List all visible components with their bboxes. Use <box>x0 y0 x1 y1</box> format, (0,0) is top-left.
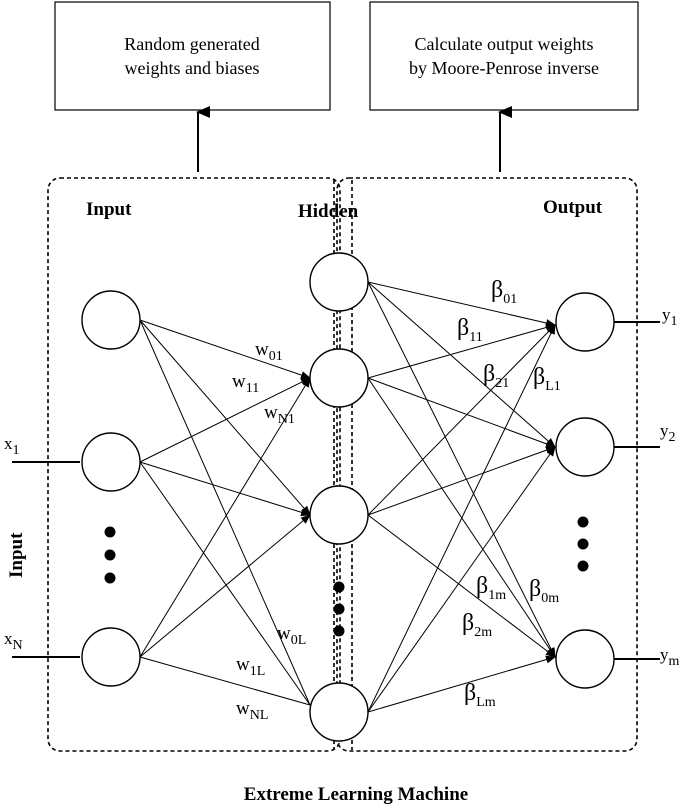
output-section-label: Output <box>543 197 603 218</box>
weight-label-w11: w11 <box>232 371 259 396</box>
weight-label-w1L: w1L <box>236 654 265 679</box>
hidden-output-region <box>336 177 638 752</box>
output-node-y2 <box>555 417 615 477</box>
output-label-y1: y1 <box>662 305 678 329</box>
weight-label-wNL: wNL <box>236 698 268 723</box>
beta-label-L1: βL1 <box>533 364 561 394</box>
hidden-node-L <box>309 682 369 742</box>
input-node-1 <box>81 290 141 350</box>
weight-label-w0L: w0L <box>277 623 306 648</box>
output-node-y1 <box>555 292 615 352</box>
beta-label-11: β11 <box>457 315 483 345</box>
output-weights-line1: Calculate output weights <box>415 34 594 54</box>
input-ellipsis-dots <box>104 526 116 584</box>
input-node-x1 <box>81 432 141 492</box>
output-weights-box <box>369 1 639 111</box>
beta-label-2m: β2m <box>462 610 492 640</box>
beta-label-1m: β1m <box>476 573 506 603</box>
random-weights-box <box>54 1 331 111</box>
output-label-y2: y2 <box>660 421 676 445</box>
beta-label-Lm: βLm <box>464 680 496 710</box>
beta-label-0m: β0m <box>529 576 559 606</box>
hidden-ellipsis-dots <box>333 581 345 637</box>
input-hidden-region <box>47 177 341 752</box>
hidden-output-connections <box>367 281 556 713</box>
hidden-section-label: Hidden <box>298 201 359 222</box>
input-label-xN: xN <box>4 629 23 653</box>
output-node-ym <box>555 629 615 689</box>
weight-label-w01: w01 <box>255 339 283 364</box>
random-weights-line2: weights and biases <box>125 58 260 78</box>
hidden-node-0 <box>309 252 369 312</box>
random-weights-line1: Random generated <box>124 34 259 54</box>
weight-label-wN1: wN1 <box>264 402 295 427</box>
hidden-node-2 <box>309 485 369 545</box>
input-section-label: Input <box>86 199 132 220</box>
hidden-node-1 <box>309 348 369 408</box>
beta-label-01: β01 <box>491 277 517 307</box>
input-label-x1: x1 <box>4 434 20 458</box>
beta-label-21: β21 <box>483 361 509 391</box>
diagram-caption: Extreme Learning Machine <box>244 784 468 805</box>
input-node-xN <box>81 627 141 687</box>
input-side-label: Input <box>6 532 27 578</box>
output-weights-line2: by Moore-Penrose inverse <box>409 58 599 78</box>
input-hidden-connections <box>139 319 311 706</box>
output-ellipsis-dots <box>577 516 589 572</box>
output-label-ym: ym <box>660 645 680 669</box>
